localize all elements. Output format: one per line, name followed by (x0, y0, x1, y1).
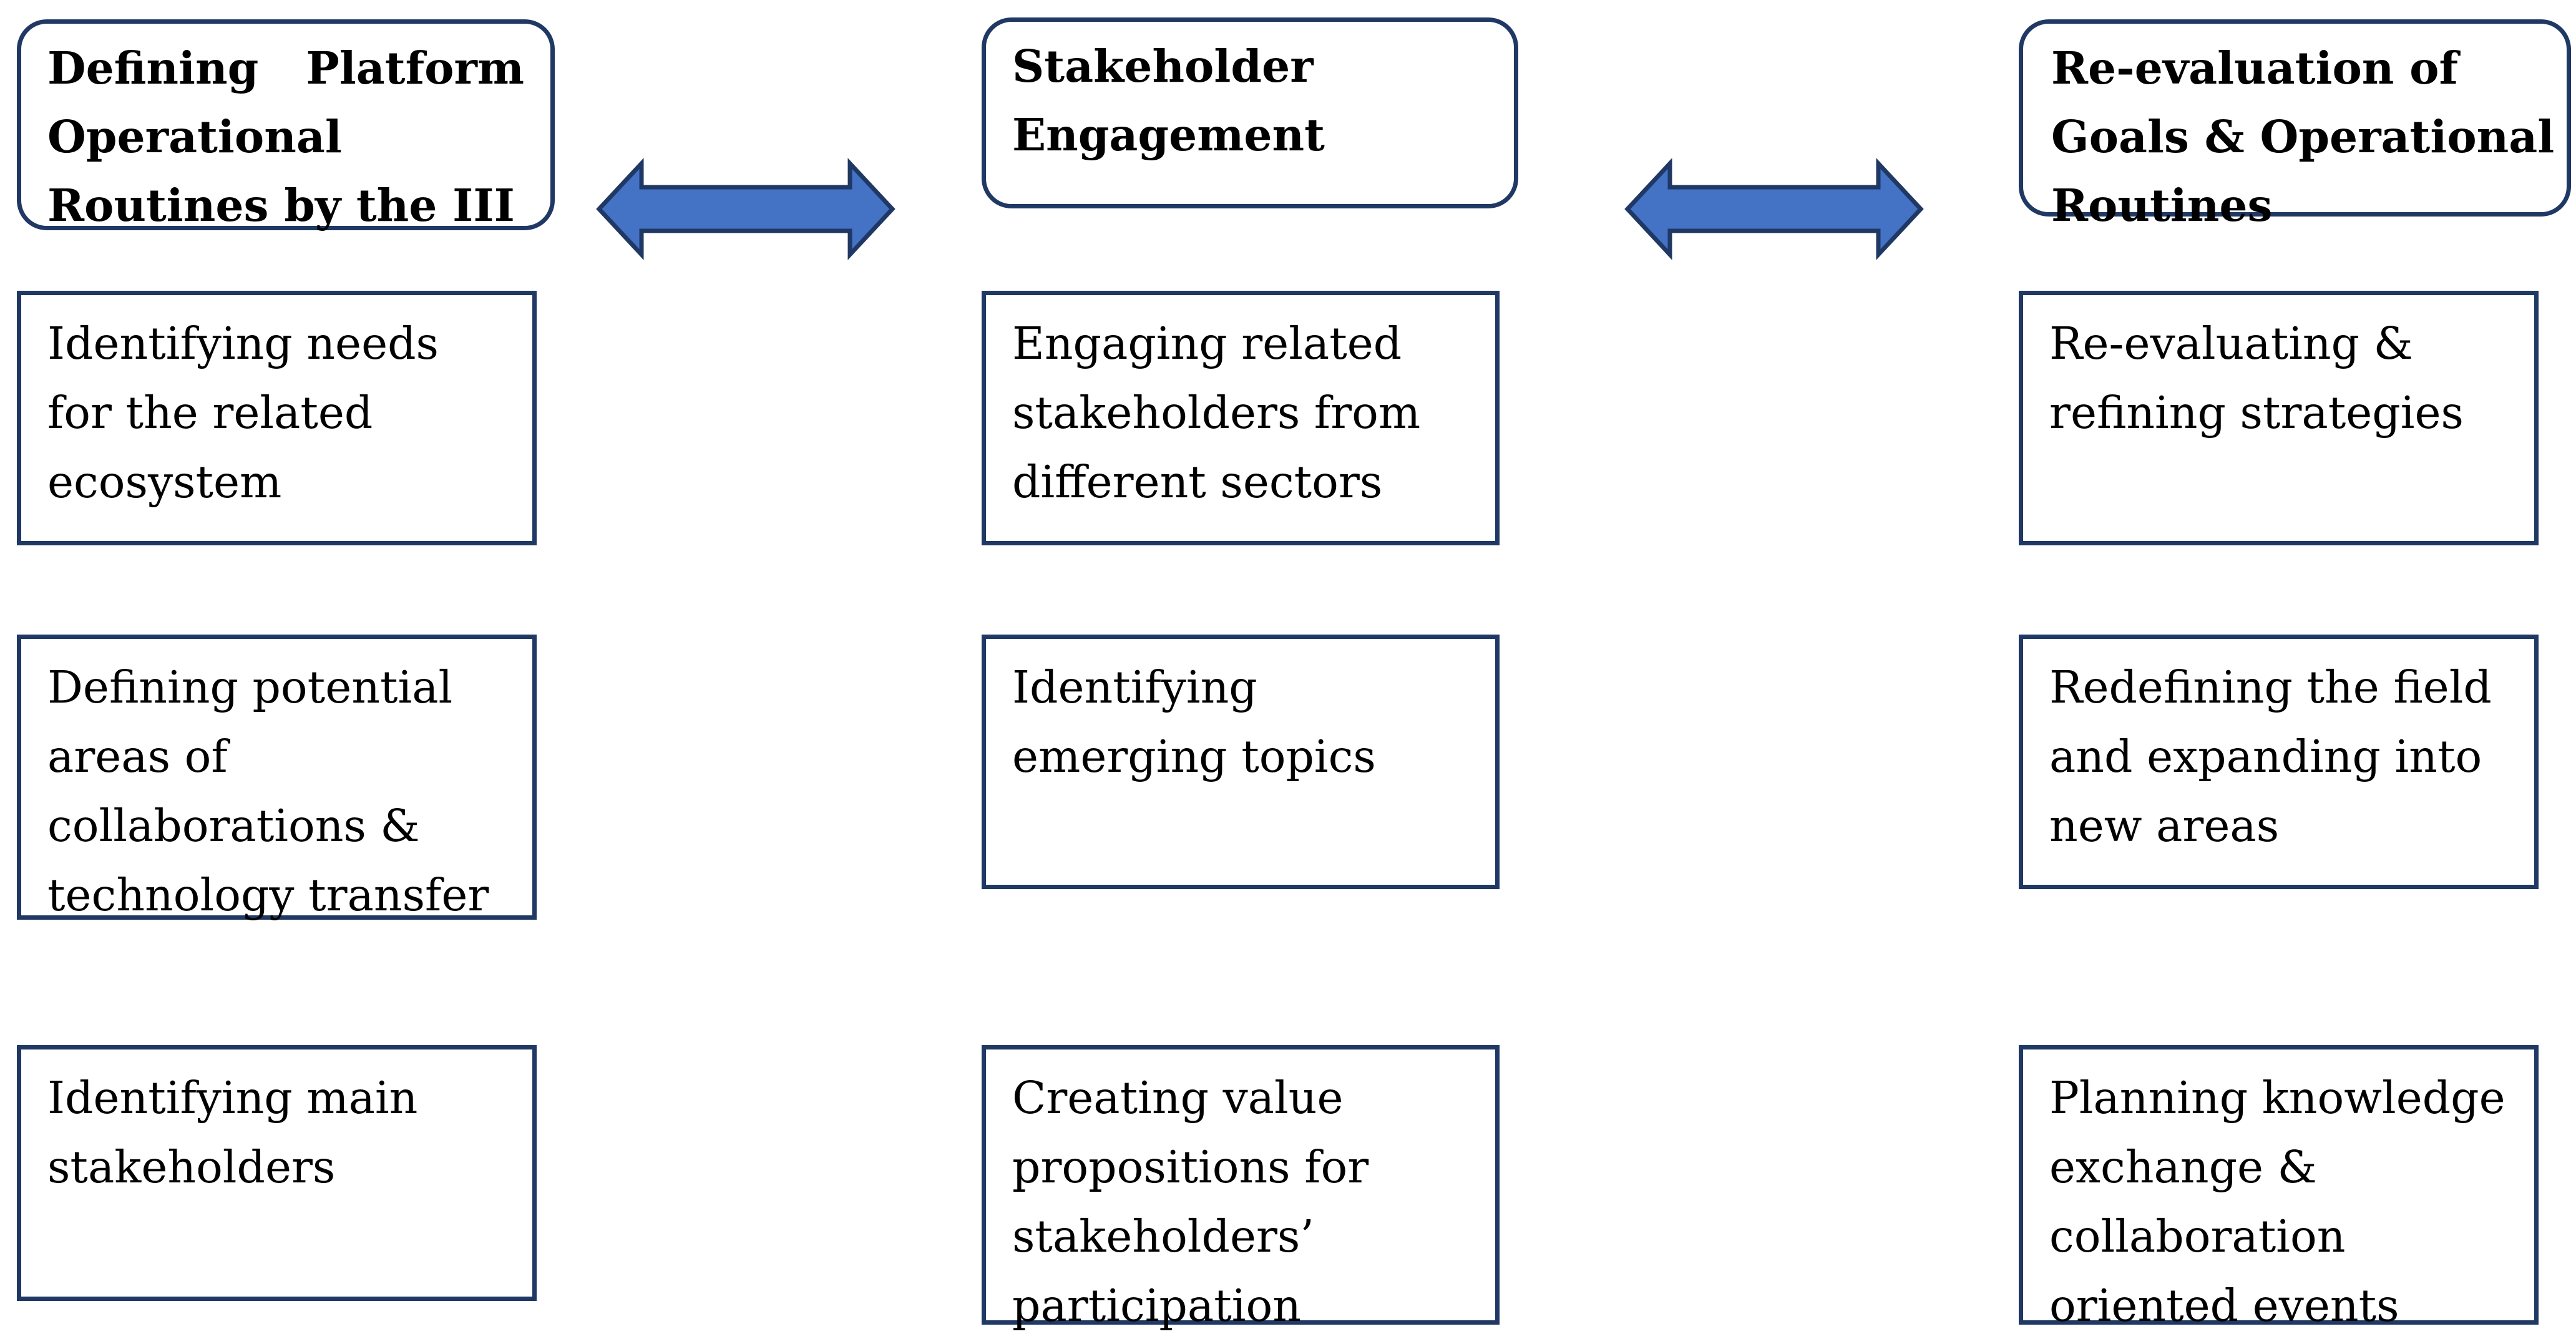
phase-header-defining-routines: Defining Platform Operational Routines b… (17, 19, 555, 231)
step-label: Engaging related stakeholders from diffe… (1012, 318, 1421, 508)
phase-header-label: Re-evaluation of Goals & Operational Rou… (2051, 42, 2555, 231)
step-label: Redefining the field and expanding into … (2049, 661, 2492, 852)
step-box: Re-evaluating & refining strategies (2019, 291, 2539, 545)
step-box: Identifying emerging topics (982, 635, 1500, 889)
step-box: Redefining the field and expanding into … (2019, 635, 2539, 889)
step-label: Identifying main stakeholders (47, 1072, 418, 1193)
step-label: Identifying needs for the related ecosys… (47, 318, 439, 508)
double-arrow-shape (1624, 158, 1924, 260)
double-arrow-icon (1624, 158, 1924, 260)
step-box: Identifying needs for the related ecosys… (17, 291, 537, 545)
phase-header-label: Stakeholder Engagement (1012, 40, 1325, 161)
step-label: Creating value propositions for stakehol… (1012, 1072, 1369, 1332)
step-box: Identifying main stakeholders (17, 1045, 537, 1301)
double-arrow-icon (596, 158, 895, 260)
step-box: Creating value propositions for stakehol… (982, 1045, 1500, 1332)
phase-header-reevaluation: Re-evaluation of Goals & Operational Rou… (2019, 19, 2571, 231)
double-arrow-shape (596, 158, 895, 260)
step-label: Re-evaluating & refining strategies (2049, 318, 2464, 439)
phase-header-stakeholder-engagement: Stakeholder Engagement (982, 17, 1518, 208)
step-box: Defining potential areas of collaboratio… (17, 635, 537, 921)
step-box: Engaging related stakeholders from diffe… (982, 291, 1500, 545)
step-label: Planning knowledge exchange & collaborat… (2049, 1072, 2505, 1332)
phase-header-label: Defining Platform Operational Routines b… (47, 42, 524, 231)
step-label: Defining potential areas of collaboratio… (47, 661, 489, 921)
step-box: Planning knowledge exchange & collaborat… (2019, 1045, 2539, 1332)
step-label: Identifying emerging topics (1012, 661, 1376, 782)
